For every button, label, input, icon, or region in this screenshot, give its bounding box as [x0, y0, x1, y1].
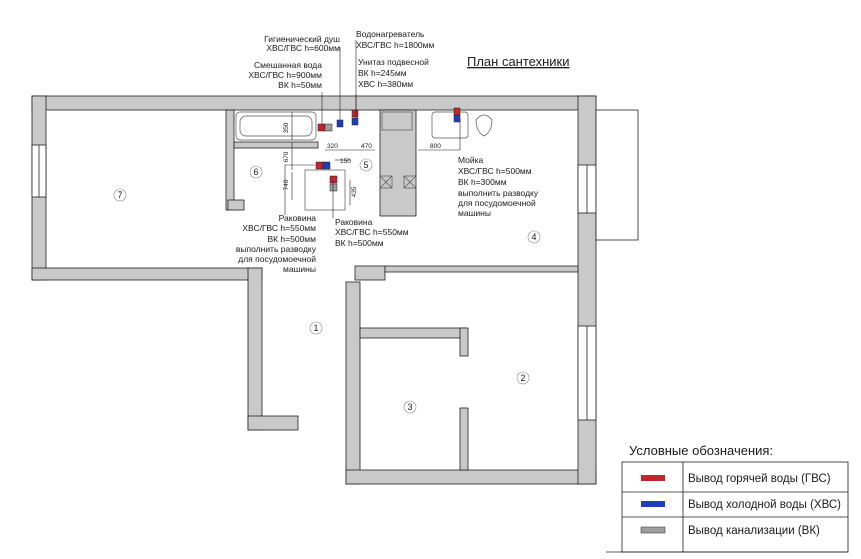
svg-text:машины: машины [283, 264, 316, 274]
svg-text:выполнить разводку: выполнить разводку [458, 188, 539, 198]
windows [31, 109, 639, 421]
dim-800: 800 [430, 143, 441, 150]
svg-text:ХВС/ГВС h=900мм: ХВС/ГВС h=900мм [248, 70, 322, 80]
svg-text:Мойка: Мойка [458, 155, 484, 165]
room-1: 1 [313, 323, 318, 333]
room-6: 6 [253, 167, 258, 177]
dimensions: 350 670 740 320 470 150 435 800 [283, 122, 441, 197]
dim-150: 150 [340, 158, 351, 165]
svg-text:Раковина: Раковина [335, 217, 373, 227]
legend-hot-water-label: Вывод горячей воды (ГВС) [688, 473, 831, 485]
svg-text:ХВС h=380мм: ХВС h=380мм [358, 79, 413, 89]
note-mixer: Смешанная вода ХВС/ГВС h=900мм ВК h=50мм [248, 60, 322, 90]
svg-text:ХВС/ГВС h=500мм: ХВС/ГВС h=500мм [458, 166, 532, 176]
svg-text:ВК h=300мм: ВК h=300мм [458, 177, 507, 187]
dim-435: 435 [351, 186, 358, 197]
svg-text:выполнить разводку: выполнить разводку [236, 244, 317, 254]
legend-sewer-swatch [640, 526, 666, 534]
plan-title: План сантехники [467, 54, 570, 69]
walls [31, 95, 597, 485]
note-shower: Гигиенический душ ХВС/ГВС h=600мм [264, 34, 340, 53]
svg-text:Раковина: Раковина [279, 213, 317, 223]
svg-text:ВК h=500мм: ВК h=500мм [335, 238, 384, 248]
dim-470: 470 [361, 143, 372, 150]
note-sink-b: Раковина ХВС/ГВС h=550мм ВК h=500мм [335, 217, 409, 248]
svg-text:для посудомоечной: для посудомоечной [458, 198, 536, 208]
room-2: 2 [520, 373, 525, 383]
room-markers [113, 158, 541, 414]
svg-text:машины: машины [458, 208, 491, 218]
dim-740: 740 [283, 179, 290, 190]
svg-text:ХВС/ГВС h=600мм: ХВС/ГВС h=600мм [266, 43, 340, 53]
legend-cold-water-swatch [641, 501, 665, 507]
room-5: 5 [363, 160, 368, 170]
note-kitchen-sink: Мойка ХВС/ГВС h=500мм ВК h=300мм выполни… [458, 155, 539, 218]
room-3: 3 [407, 402, 412, 412]
dim-320: 320 [327, 143, 338, 150]
svg-text:ХВС/ГВС h=1800мм: ХВС/ГВС h=1800мм [356, 40, 434, 50]
note-sink-a: Раковина ХВС/ГВС h=550мм ВК h=500мм выпо… [236, 213, 317, 274]
room-4: 4 [531, 232, 536, 242]
room-numbers: 1 2 3 4 5 6 7 [117, 160, 536, 412]
svg-text:Унитаз подвесной: Унитаз подвесной [358, 57, 429, 67]
dim-350: 350 [283, 122, 290, 133]
dim-670: 670 [283, 151, 290, 162]
svg-text:ХВС/ГВС h=550мм: ХВС/ГВС h=550мм [335, 227, 409, 237]
legend-hot-water-swatch [641, 475, 665, 481]
svg-text:Водонагреватель: Водонагреватель [356, 29, 425, 39]
room-7: 7 [117, 190, 122, 200]
svg-text:Гигиенический душ: Гигиенический душ [264, 34, 340, 44]
svg-text:ВК h=500мм: ВК h=500мм [267, 234, 316, 244]
legend-cold-water-label: Вывод холодной воды (ХВС) [688, 499, 841, 511]
note-heater: Водонагреватель ХВС/ГВС h=1800мм [356, 29, 434, 50]
legend-title: Условные обозначения: [629, 443, 773, 458]
svg-text:ВК h=50мм: ВК h=50мм [278, 80, 322, 90]
legend-sewer-label: Вывод канализации (ВК) [688, 525, 820, 537]
svg-text:для посудомоечной: для посудомоечной [238, 254, 316, 264]
svg-text:Смешанная вода: Смешанная вода [254, 60, 322, 70]
svg-text:ВК h=245мм: ВК h=245мм [358, 68, 407, 78]
note-toilet: Унитаз подвесной ВК h=245мм ХВС h=380мм [358, 57, 429, 89]
svg-text:ХВС/ГВС h=550мм: ХВС/ГВС h=550мм [242, 223, 316, 233]
leader-lines [284, 40, 461, 218]
legend: Условные обозначения: Вывод горячей воды… [606, 443, 849, 553]
fixtures [235, 111, 493, 211]
